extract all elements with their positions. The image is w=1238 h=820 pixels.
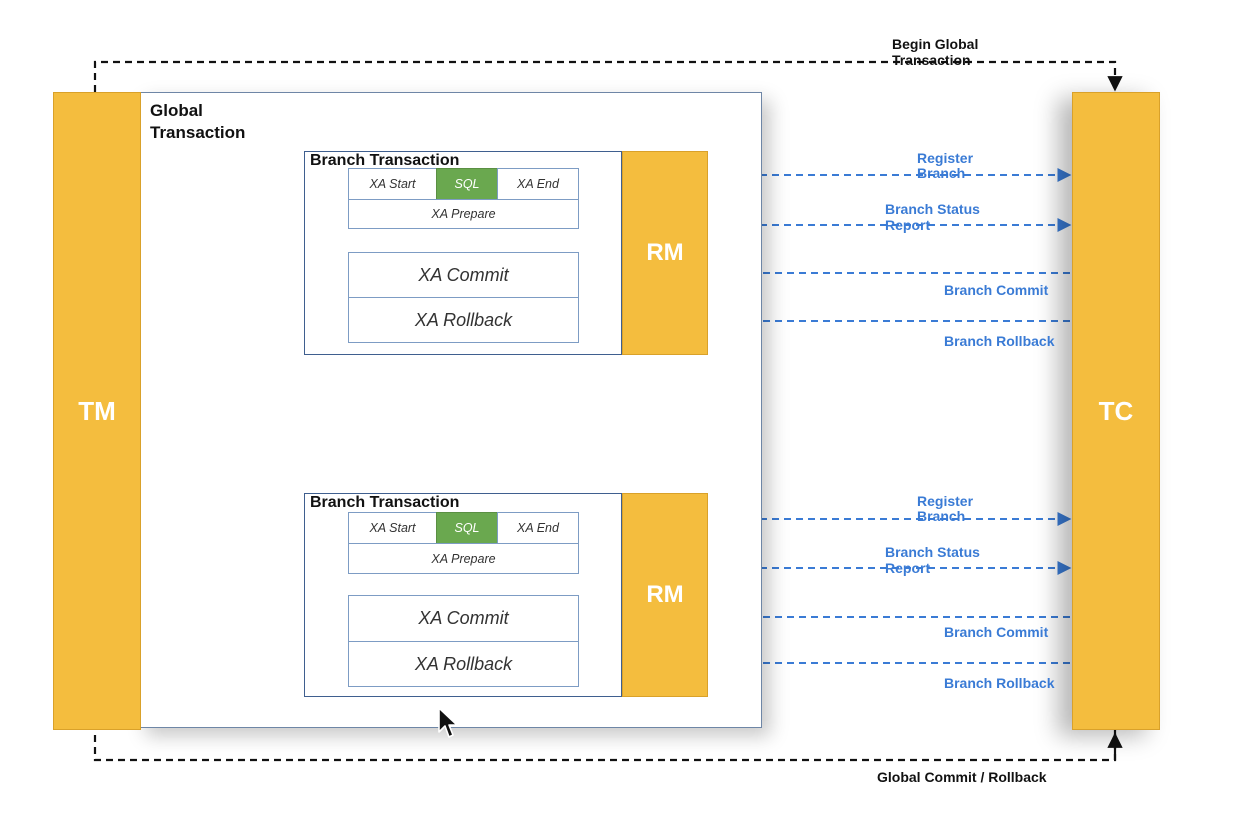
tc-label: TC: [1098, 395, 1134, 426]
sql-cell-2: SQL: [436, 512, 498, 544]
tc-pillar: TC: [1072, 92, 1160, 730]
xa-start-cell-2: XA Start: [348, 512, 437, 544]
branch-rollback-label-2: Branch Rollback: [944, 675, 1055, 691]
xa-rollback-cell-2: XA Rollback: [348, 641, 579, 687]
status-line1-2: Branch Status: [885, 544, 980, 560]
branch-commit-label-2: Branch Commit: [944, 624, 1049, 640]
status-line1-1: Branch Status: [885, 201, 980, 217]
xa-commit-cell-2: XA Commit: [348, 595, 579, 642]
register-line2-2: Branch: [917, 508, 966, 524]
rm-label-1: RM: [646, 239, 684, 266]
begin-line1: Begin Global: [892, 36, 979, 52]
register-line1-1: Register: [917, 150, 974, 166]
register-branch-label-1: Register Branch: [917, 148, 973, 183]
rm-box-2: RM: [622, 493, 708, 697]
rm-label-2: RM: [646, 581, 684, 608]
status-line2-1: Report: [885, 217, 931, 233]
global-title-line2: Transaction: [150, 123, 246, 142]
tm-pillar: TM: [53, 92, 141, 730]
status-line2-2: Report: [885, 560, 931, 576]
xa-rollback-cell-1: XA Rollback: [348, 297, 579, 343]
status-report-label-1: Branch Status Report: [885, 199, 980, 235]
global-transaction-title: Global Transaction: [150, 100, 300, 144]
status-report-label-2: Branch Status Report: [885, 542, 980, 578]
register-line2-1: Branch: [917, 165, 966, 181]
branch-commit-label-1: Branch Commit: [944, 282, 1049, 298]
global-commit-rollback-label: Global Commit / Rollback: [877, 769, 1047, 785]
register-branch-label-2: Register Branch: [917, 491, 973, 526]
begin-global-label: Begin Global Transaction: [892, 34, 978, 70]
register-line1-2: Register: [917, 493, 974, 509]
rm-box-1: RM: [622, 151, 708, 355]
xa-end-cell-1: XA End: [497, 168, 579, 200]
branch-rollback-label-1: Branch Rollback: [944, 333, 1055, 349]
begin-global-link: [93, 60, 1123, 92]
global-commit-link: [93, 730, 1117, 762]
branch-transaction-title-1: Branch Transaction: [310, 152, 460, 169]
tm-label: TM: [78, 395, 116, 426]
mouse-cursor-icon: [438, 707, 458, 738]
sql-cell-1: SQL: [436, 168, 498, 200]
begin-line2: Transaction: [892, 52, 971, 68]
xa-start-cell-1: XA Start: [348, 168, 437, 200]
xa-end-cell-2: XA End: [497, 512, 579, 544]
xa-prepare-cell-2: XA Prepare: [348, 543, 579, 574]
global-title-line1: Global: [150, 101, 203, 120]
xa-commit-cell-1: XA Commit: [348, 252, 579, 298]
xa-prepare-cell-1: XA Prepare: [348, 199, 579, 229]
branch-transaction-title-2: Branch Transaction: [310, 494, 460, 511]
